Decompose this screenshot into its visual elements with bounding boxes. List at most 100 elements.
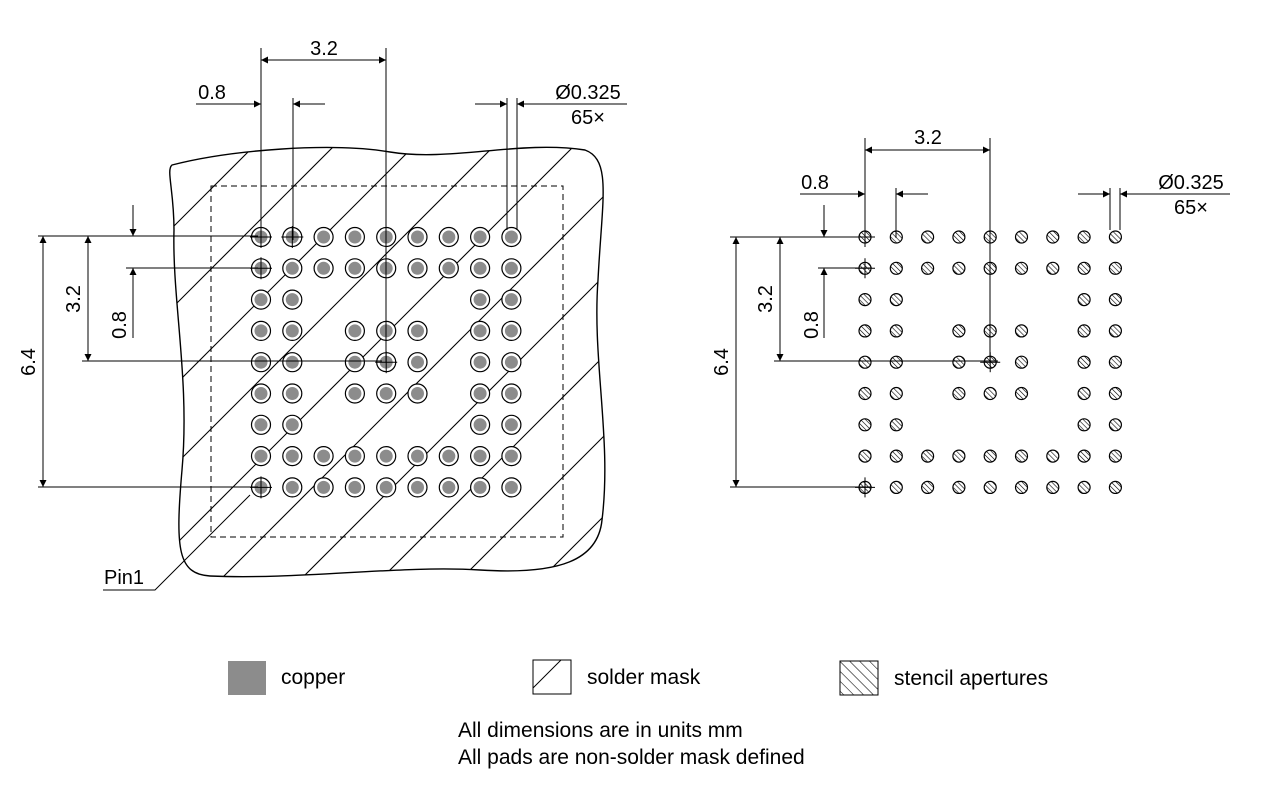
- copper-pad: [504, 261, 518, 275]
- stencil-aperture: [858, 386, 872, 401]
- dim-right-count: 65×: [1174, 197, 1208, 219]
- copper-pad: [254, 293, 268, 307]
- right-dimensions: [730, 138, 1230, 488]
- copper-pad: [254, 449, 268, 463]
- copper-pad: [379, 387, 393, 400]
- copper-pad: [411, 324, 424, 338]
- copper-pad: [254, 387, 268, 400]
- stencil-aperture: [1014, 449, 1029, 463]
- copper-pad: [285, 418, 299, 432]
- dim-right-vertical-big: 6.4: [711, 348, 733, 376]
- solder-mask-hatch-line: [169, 147, 361, 577]
- copper-pad: [473, 355, 487, 369]
- stencil-aperture: [1108, 418, 1123, 432]
- stencil-aperture: [983, 386, 997, 401]
- copper-pad: [348, 449, 362, 463]
- stencil-aperture: [1108, 355, 1123, 369]
- stencil-aperture: [1077, 449, 1091, 463]
- copper-pad: [504, 293, 518, 307]
- stencil-aperture: [1108, 230, 1123, 244]
- copper-pad: [442, 261, 456, 275]
- copper-pad: [504, 324, 518, 338]
- stencil-aperture: [1077, 261, 1091, 275]
- copper-pad: [411, 387, 424, 400]
- stencil-aperture: [889, 418, 903, 432]
- dim-left-count: 65×: [571, 107, 605, 129]
- copper-pad: [442, 449, 456, 463]
- stencil-aperture: [952, 449, 966, 463]
- stencil-aperture: [1077, 230, 1091, 244]
- stencil-aperture: [858, 418, 872, 432]
- copper-pad: [317, 261, 331, 275]
- left-dimensions: [38, 48, 627, 591]
- stencil-aperture: [889, 480, 903, 494]
- solder-mask-hatch-line: [519, 147, 605, 577]
- stencil-aperture: [920, 480, 935, 494]
- stencil-aperture: [1108, 324, 1123, 338]
- dim-right-pitch-small: 0.8: [801, 172, 829, 194]
- stencil-aperture-array: [855, 227, 1123, 498]
- copper-pad: [285, 293, 299, 307]
- dim-left-pitch-small: 0.8: [198, 82, 226, 104]
- copper-pad: [473, 480, 487, 494]
- copper-pad: [348, 230, 362, 244]
- note-pads: All pads are non-solder mask defined: [458, 746, 805, 769]
- stencil-aperture: [858, 449, 872, 463]
- copper-pad: [504, 387, 518, 400]
- copper-pad: [317, 230, 331, 244]
- copper-pad: [254, 418, 268, 432]
- stencil-aperture: [920, 230, 935, 244]
- right-view: 3.2 0.8 Ø0.325 65× 6.4 3.2 0.8: [711, 127, 1230, 498]
- stencil-aperture: [1108, 386, 1123, 401]
- stencil-aperture: [1046, 480, 1060, 494]
- legend-copper-label: copper: [281, 666, 345, 689]
- stencil-aperture: [952, 324, 966, 338]
- stencil-aperture: [858, 293, 872, 307]
- stencil-aperture: [889, 449, 903, 463]
- solder-mask-swatch: [532, 659, 572, 695]
- copper-pad: [442, 480, 456, 494]
- copper-pad: [379, 449, 393, 463]
- copper-pad: [348, 261, 362, 275]
- stencil-aperture: [1014, 261, 1029, 275]
- copper-pad: [285, 449, 299, 463]
- copper-pad: [348, 480, 362, 494]
- copper-pad: [285, 261, 299, 275]
- copper-pad: [473, 418, 487, 432]
- stencil-aperture: [1077, 418, 1091, 432]
- copper-pad: [411, 449, 424, 463]
- copper-pad: [348, 387, 362, 400]
- copper-pad: [348, 324, 362, 338]
- copper-pad: [285, 324, 299, 338]
- stencil-aperture: [1077, 293, 1091, 307]
- copper-pad: [504, 449, 518, 463]
- legend: copper solder mask stencil apertures: [228, 659, 1048, 696]
- stencil-aperture: [1077, 480, 1091, 494]
- stencil-aperture: [1108, 480, 1123, 494]
- stencil-aperture: [920, 261, 935, 275]
- stencil-aperture: [1014, 355, 1029, 369]
- copper-pad: [317, 480, 331, 494]
- copper-pad: [442, 230, 456, 244]
- copper-pad: [254, 355, 268, 369]
- copper-pad: [317, 449, 331, 463]
- solder-mask-hatch-line: [169, 147, 521, 577]
- stencil-aperture: [1108, 261, 1123, 275]
- stencil-aperture: [1077, 355, 1091, 369]
- solder-mask-hatch-line: [169, 147, 441, 577]
- stencil-aperture: [1108, 293, 1123, 307]
- copper-pad: [473, 449, 487, 463]
- solder-mask-hatch-line: [439, 147, 605, 577]
- copper-pad: [473, 230, 487, 244]
- stencil-aperture: [858, 324, 872, 338]
- solder-mask-hatch-line: [199, 147, 605, 577]
- copper-pad: [411, 230, 424, 244]
- stencil-aperture: [1077, 386, 1091, 401]
- stencil-aperture: [920, 449, 935, 463]
- dim-left-pitch-top: 3.2: [310, 38, 338, 60]
- copper-pad-array: [250, 226, 522, 499]
- stencil-aperture: [1014, 480, 1029, 494]
- copper-pad: [473, 261, 487, 275]
- stencil-aperture: [889, 324, 903, 338]
